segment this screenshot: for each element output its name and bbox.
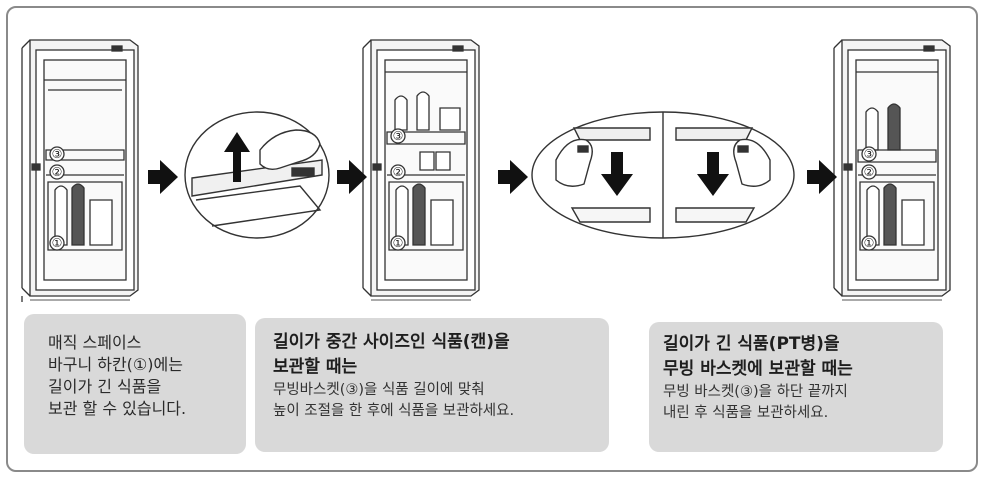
step-arrow-icon-2 xyxy=(337,160,367,194)
caption-long-food: 길이가 긴 식품(PT병)을 무빙 바스켓에 보관할 때는 무빙 바스켓(③)을… xyxy=(649,322,943,452)
caption-medium-food-heading-2: 보관할 때는 xyxy=(273,357,358,377)
label-three-fridge1: ③ xyxy=(52,147,63,161)
lift-basket-detail-illustration xyxy=(184,111,330,239)
label-three-fridge3: ③ xyxy=(864,147,875,161)
down-arrow-icon-right xyxy=(697,152,729,196)
caption-long-food-heading-1: 길이가 긴 식품(PT병)을 xyxy=(663,334,840,354)
caption-long-food-body-2: 내린 후 식품을 보관하세요. xyxy=(663,405,829,421)
label-one-fridge3: ① xyxy=(864,236,875,250)
down-arrow-icon-left xyxy=(601,152,633,196)
label-one-fridge2: ① xyxy=(393,236,404,250)
step-arrow-icon-3 xyxy=(498,160,528,194)
label-two-fridge3: ② xyxy=(864,165,875,179)
up-arrow-icon xyxy=(224,132,250,182)
caption-medium-food-body-1: 무빙바스켓(③)을 식품 길이에 맞춰 xyxy=(273,382,485,398)
caption-medium-food: 길이가 중간 사이즈인 식품(캔)을 보관할 때는 무빙바스켓(③)을 식품 길… xyxy=(255,318,609,452)
caption-magic-space-line-2: 바구니 하칸(①)에는 xyxy=(48,355,183,374)
label-two-fridge1: ② xyxy=(52,165,63,179)
caption-magic-space-line-1: 매직 스페이스 xyxy=(48,333,142,352)
caption-long-food-body-1: 무빙 바스켓(③)을 하단 끝까지 xyxy=(663,384,848,400)
caption-magic-space-line-4: 보관 할 수 있습니다. xyxy=(48,399,187,418)
caption-medium-food-body-2: 높이 조절을 한 후에 식품을 보관하세요. xyxy=(273,403,515,419)
caption-magic-space-line-3: 길이가 긴 식품을 xyxy=(48,377,162,396)
caption-long-food-heading-2: 무빙 바스켓에 보관할 때는 xyxy=(663,359,853,379)
lower-basket-detail-illustration xyxy=(531,111,795,239)
caption-magic-space: 매직 스페이스 바구니 하칸(①)에는 길이가 긴 식품을 보관 할 수 있습니… xyxy=(24,314,246,454)
fridge-door-illustration-1 xyxy=(21,39,139,302)
fridge-door-illustration-3 xyxy=(833,39,951,301)
label-three-fridge2: ③ xyxy=(393,129,404,143)
fridge-door-illustration-2 xyxy=(362,39,480,301)
label-two-fridge2: ② xyxy=(393,165,404,179)
step-arrow-icon-4 xyxy=(807,160,837,194)
caption-medium-food-heading-1: 길이가 중간 사이즈인 식품(캔)을 xyxy=(273,332,510,352)
label-one-fridge1: ① xyxy=(52,236,63,250)
step-arrow-icon-1 xyxy=(148,160,178,194)
